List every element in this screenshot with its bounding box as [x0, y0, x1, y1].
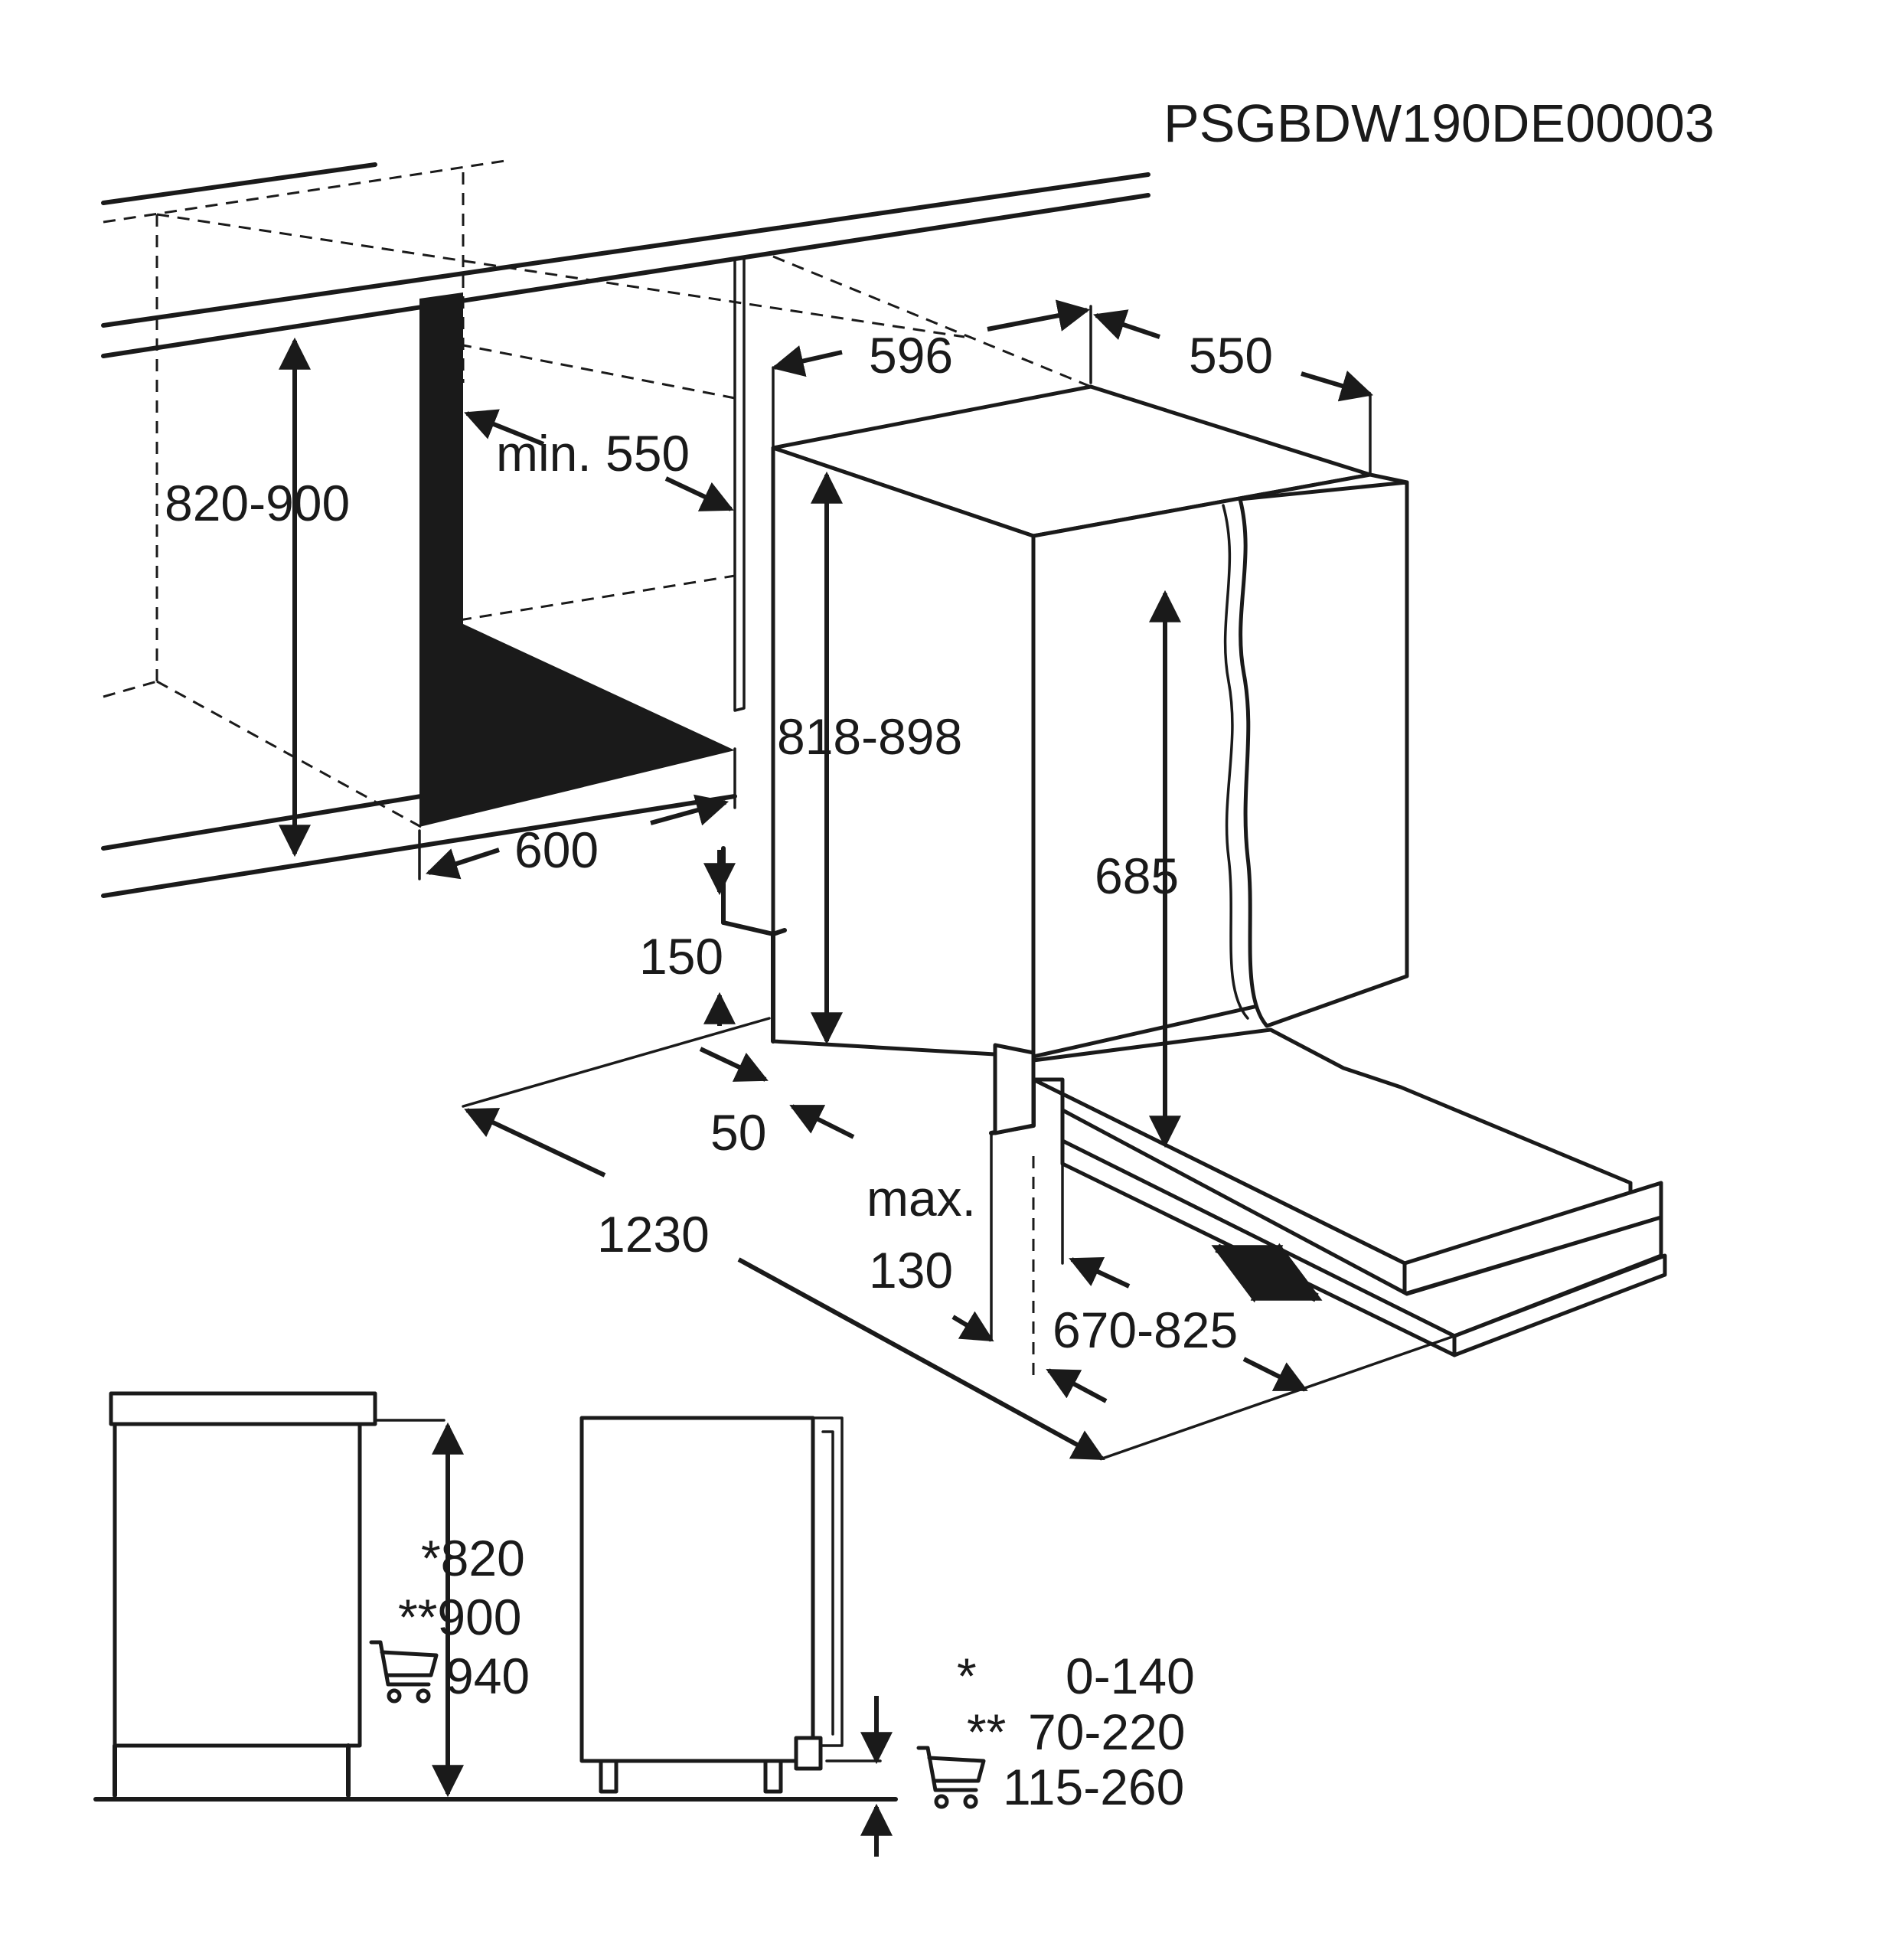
document-code: PSGBDW190DE00003: [1164, 93, 1715, 153]
side-view-left: [93, 1391, 898, 1802]
label-door-height: 685: [1095, 848, 1179, 904]
label-max: max.: [867, 1170, 976, 1227]
label-appliance-depth: 550: [1189, 327, 1273, 384]
label-range-2-mark: **: [967, 1704, 1006, 1760]
label-appliance-width: 596: [869, 327, 953, 384]
label-range-1-value: 0-140: [1066, 1648, 1195, 1704]
label-height-900: **900: [398, 1589, 522, 1645]
label-range-3-value: 115-260: [1003, 1759, 1184, 1815]
label-niche-depth: min. 550: [496, 425, 690, 482]
label-plinth-height: 150: [639, 928, 723, 985]
label-height-820: *820: [421, 1530, 525, 1586]
dishwasher-3d: [721, 384, 1667, 1357]
label-range-1-mark: *: [957, 1648, 977, 1704]
side-view-right: [579, 1416, 893, 1857]
dimension-lines: [279, 255, 1456, 1461]
label-door-open-range: 670-825: [1053, 1302, 1238, 1358]
shopping-cart-icon: [369, 1640, 439, 1704]
label-total-clearance: 1230: [597, 1206, 710, 1263]
label-height-940: 940: [446, 1648, 530, 1704]
label-plinth-depth: 50: [710, 1104, 766, 1161]
label-appliance-height: 818-898: [777, 708, 962, 765]
label-niche-height: 820-900: [165, 475, 350, 531]
label-max-value: 130: [869, 1242, 953, 1298]
niche-side-panel: [419, 292, 735, 827]
shopping-cart-icon: [916, 1746, 986, 1809]
label-niche-width: 600: [514, 822, 599, 878]
label-range-2-value: 70-220: [1028, 1704, 1186, 1760]
